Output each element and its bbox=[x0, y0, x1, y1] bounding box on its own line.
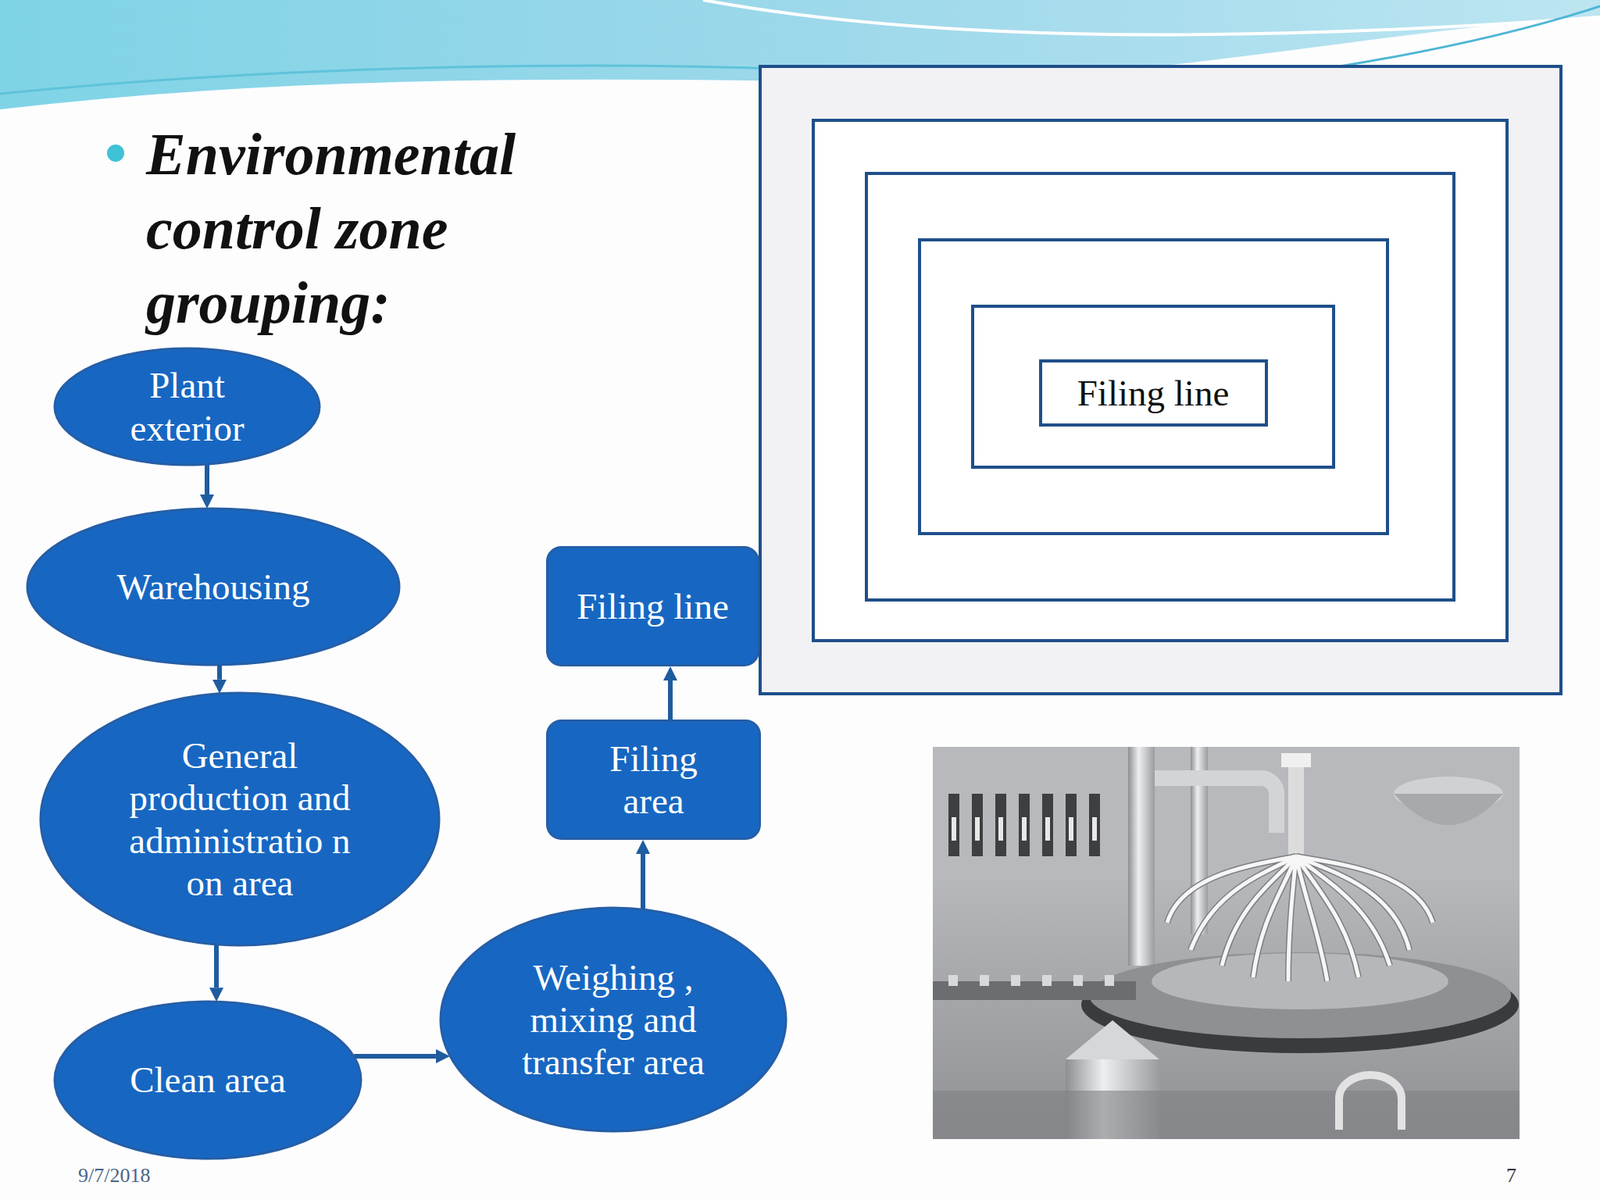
node-text: Filing line bbox=[1048, 371, 1259, 415]
node-text-block: General production and administratio n o… bbox=[115, 734, 365, 904]
zone-ellipse: Clean area bbox=[53, 1000, 363, 1161]
ellipse-shape bbox=[54, 348, 320, 465]
box-shape bbox=[1040, 360, 1267, 425]
zone-outline bbox=[866, 173, 1454, 600]
core-zone-box: Filing line bbox=[1039, 359, 1268, 427]
flow-arrow bbox=[667, 680, 673, 720]
node-text: Plant exterior bbox=[90, 364, 284, 449]
node-text-block: Filing line bbox=[1048, 371, 1259, 415]
zone-ellipse: General production and administratio n o… bbox=[39, 691, 441, 947]
zone-box: Filing area bbox=[546, 719, 761, 840]
bullet bbox=[107, 144, 125, 162]
title-wrap: Environmental control zone grouping: bbox=[146, 117, 647, 340]
ellipse-shape bbox=[27, 508, 400, 665]
zone-outline bbox=[972, 306, 1334, 468]
zone-rectangles bbox=[760, 66, 1561, 694]
node-text-block: Clean area bbox=[96, 1058, 320, 1101]
ellipse-shape bbox=[54, 1001, 361, 1159]
flow-arrow bbox=[640, 853, 646, 910]
flow-arrow bbox=[353, 1053, 436, 1059]
zone-box: Filing line bbox=[546, 546, 760, 667]
node-text-block: Weighing , mixing and transfer area bbox=[517, 956, 710, 1083]
slide-date-wrap: 9/7/2018 bbox=[78, 1164, 150, 1188]
wave-line bbox=[703, 0, 1600, 36]
node-text: Weighing , mixing and transfer area bbox=[517, 956, 710, 1083]
wave-line bbox=[0, 65, 860, 94]
slide-title: Environmental control zone grouping: bbox=[146, 117, 647, 340]
ellipse-shape bbox=[40, 692, 440, 946]
node-text-block: Warehousing bbox=[72, 565, 354, 608]
node-text: Warehousing bbox=[72, 565, 354, 608]
zone-outline bbox=[760, 66, 1561, 694]
ellipse-outline bbox=[39, 691, 441, 947]
box-shape bbox=[547, 547, 759, 666]
wave-line bbox=[1289, 6, 1600, 75]
filling-machine-photo bbox=[932, 746, 1520, 1140]
flow-arrow bbox=[214, 944, 219, 988]
node-text-block: Filing area bbox=[576, 737, 732, 822]
box-outline bbox=[546, 719, 761, 840]
page-number: 7 bbox=[1506, 1164, 1517, 1187]
node-text: Filing line bbox=[575, 585, 730, 628]
node-text-block: Plant exterior bbox=[90, 364, 284, 449]
box-shape bbox=[547, 721, 761, 840]
zone-outline bbox=[813, 120, 1508, 641]
node-text-block: Filing line bbox=[575, 585, 730, 628]
node-text: Clean area bbox=[96, 1058, 320, 1101]
zone-ellipse: Weighing , mixing and transfer area bbox=[439, 906, 788, 1133]
node-text: Filing area bbox=[576, 737, 732, 822]
flow-arrow bbox=[217, 664, 222, 680]
flow-arrow bbox=[204, 464, 210, 495]
page-number-wrap: 7 bbox=[1506, 1164, 1517, 1188]
ellipse-outline bbox=[53, 346, 322, 467]
node-text: General production and administratio n o… bbox=[115, 734, 365, 904]
zone-ellipse: Warehousing bbox=[25, 507, 401, 667]
zone-outline bbox=[919, 239, 1388, 534]
zone-ellipse: Plant exterior bbox=[53, 346, 322, 467]
slide-date: 9/7/2018 bbox=[78, 1164, 150, 1187]
ellipse-shape bbox=[440, 907, 786, 1132]
